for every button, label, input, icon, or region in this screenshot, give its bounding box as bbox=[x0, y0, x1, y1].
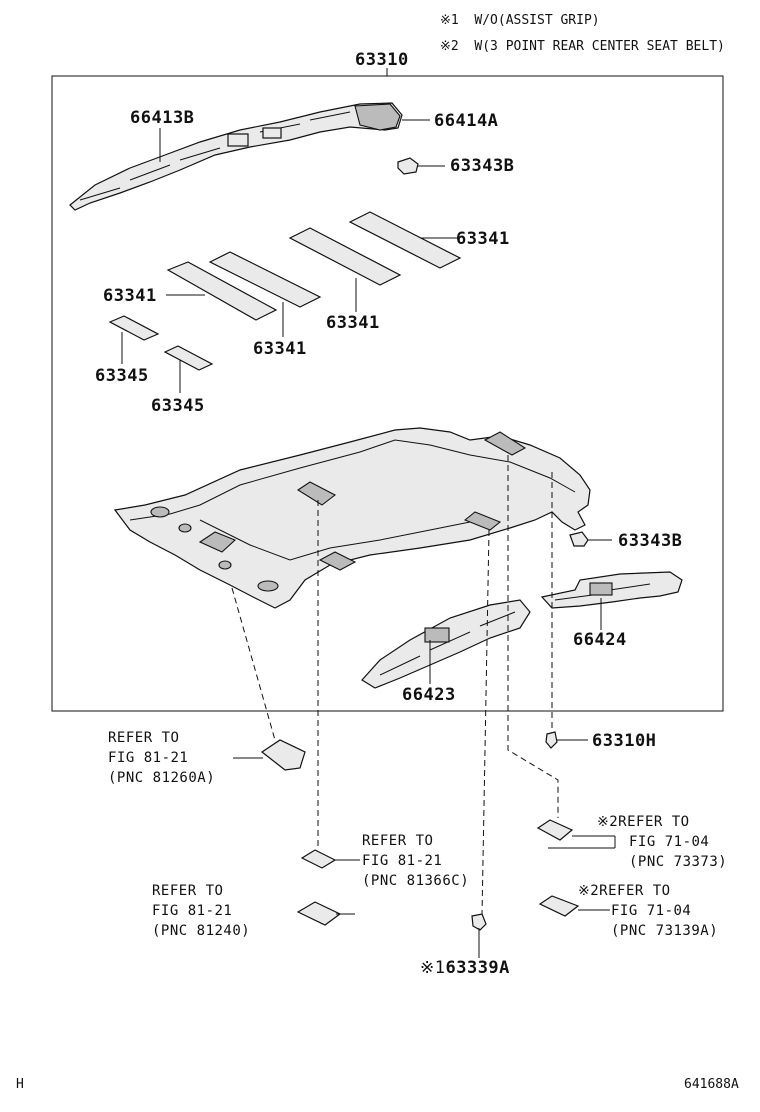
ref-81260a-line3: (PNC 81260A) bbox=[108, 770, 216, 786]
ref-73373-line1: ※2REFER TO bbox=[597, 815, 690, 829]
label-66424: 66424 bbox=[573, 630, 627, 650]
label-63341-b: 63341 bbox=[103, 286, 157, 306]
ref-73373-refer: REFER TO bbox=[618, 814, 690, 830]
pad-63341-1 bbox=[348, 211, 462, 269]
ref-81240-line2: FIG 81-21 bbox=[152, 903, 233, 919]
ref-73139a-line3: (PNC 73139A) bbox=[611, 923, 719, 939]
ref-81260a-line2: FIG 81-21 bbox=[108, 750, 189, 766]
ref-part-81366c bbox=[300, 849, 337, 869]
label-66413b: 66413B bbox=[130, 108, 195, 128]
bracket-66424 bbox=[540, 571, 683, 609]
note-2-text: W(3 POINT REAR CENTER SEAT BELT) bbox=[474, 39, 725, 54]
ref-81366c-line3: (PNC 81366C) bbox=[362, 873, 470, 889]
label-63341-a: 63341 bbox=[456, 229, 510, 249]
label-63341-d: 63341 bbox=[253, 339, 307, 359]
footer-left: H bbox=[16, 1077, 24, 1092]
bracket-66413b-66414a bbox=[69, 102, 403, 211]
label-63339a-number: 63339A bbox=[445, 958, 510, 978]
ref-part-73139a bbox=[538, 895, 580, 917]
ref-73373-line2: FIG 71-04 bbox=[629, 834, 710, 850]
label-63310: 63310 bbox=[355, 50, 409, 70]
clip-63343b-top bbox=[397, 157, 419, 175]
label-66414a: 66414A bbox=[434, 111, 499, 131]
ref-part-81260a bbox=[260, 739, 306, 771]
ref-81240-line3: (PNC 81240) bbox=[152, 923, 251, 939]
pad-63345-2 bbox=[163, 345, 214, 371]
clip-63310h bbox=[545, 731, 558, 749]
label-66423: 66423 bbox=[402, 685, 456, 705]
pad-63341-3 bbox=[208, 251, 322, 308]
note-1: ※1 W/O(ASSIST GRIP) bbox=[440, 14, 600, 27]
ref-part-73373 bbox=[536, 819, 574, 841]
label-63343b-mid: 63343B bbox=[618, 531, 683, 551]
pad-63341-2 bbox=[288, 227, 402, 286]
note-2: ※2 W(3 POINT REAR CENTER SEAT BELT) bbox=[440, 40, 725, 53]
clip-63339a bbox=[471, 913, 487, 931]
pad-63341-4 bbox=[166, 261, 278, 321]
ref-81240-line1: REFER TO bbox=[152, 883, 224, 899]
ref-81366c-line1: REFER TO bbox=[362, 833, 434, 849]
bracket-66423 bbox=[361, 599, 531, 689]
label-63339a: ※163339A bbox=[420, 960, 510, 977]
ref-73139a-line1: ※2REFER TO bbox=[578, 884, 671, 898]
label-63310h: 63310H bbox=[592, 731, 657, 751]
note-2-mark: ※2 bbox=[440, 39, 459, 54]
ref-73139a-refer: REFER TO bbox=[599, 883, 671, 899]
label-63339a-mark: ※1 bbox=[420, 958, 446, 978]
ref-81366c-line2: FIG 81-21 bbox=[362, 853, 443, 869]
ref-73139a-mark: ※2 bbox=[578, 883, 600, 899]
ref-73373-mark: ※2 bbox=[597, 814, 619, 830]
label-63343b-top: 63343B bbox=[450, 156, 515, 176]
label-63345-a: 63345 bbox=[95, 366, 149, 386]
ref-73373-line3: (PNC 73373) bbox=[629, 854, 728, 870]
ref-81260a-line1: REFER TO bbox=[108, 730, 180, 746]
note-1-text: W/O(ASSIST GRIP) bbox=[474, 13, 600, 28]
note-1-mark: ※1 bbox=[440, 13, 459, 28]
footer-diagram-id: 641688A bbox=[684, 1077, 739, 1092]
ref-73139a-line2: FIG 71-04 bbox=[611, 903, 692, 919]
pad-63345-1 bbox=[108, 315, 160, 341]
label-63341-c: 63341 bbox=[326, 313, 380, 333]
headliner-panel bbox=[113, 427, 591, 609]
ref-part-81240 bbox=[296, 901, 342, 926]
clip-63343b-mid bbox=[569, 531, 589, 547]
label-63345-b: 63345 bbox=[151, 396, 205, 416]
